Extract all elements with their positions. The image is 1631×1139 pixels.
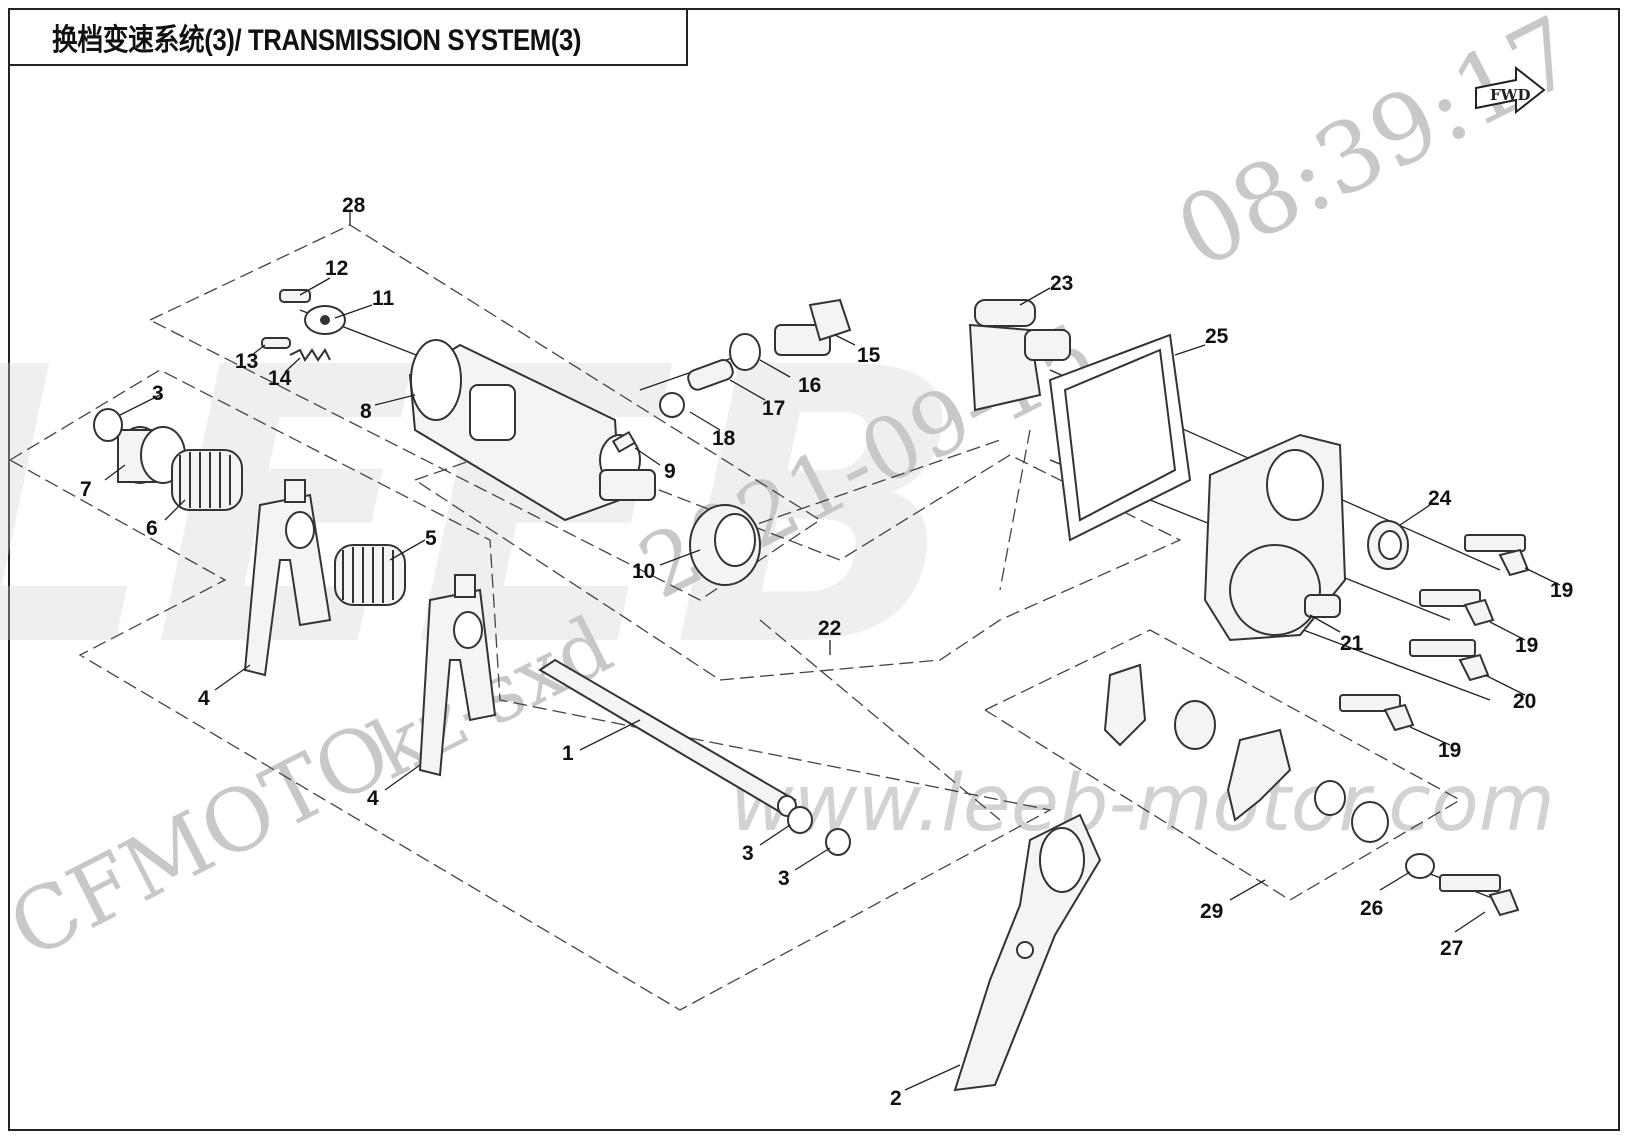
callout-24: 24 [1428, 487, 1452, 510]
part-16-washer [729, 333, 761, 371]
part-14-spring [289, 348, 331, 362]
callout-16: 16 [798, 374, 821, 397]
part-15-bolt [774, 298, 852, 356]
website-watermark: www.leeb-motor.com [730, 759, 1555, 849]
callout-15: 15 [857, 344, 881, 367]
leader-lines [104, 212, 1561, 1091]
callout-25: 25 [1205, 325, 1229, 348]
part-17-spring [687, 358, 734, 391]
callout-13: 13 [235, 350, 258, 373]
part-4-shift-fork-a [243, 479, 332, 677]
part-11-plate [304, 305, 346, 335]
part-26-washer [1405, 853, 1435, 879]
callout-8: 8 [360, 400, 372, 423]
callout-1: 1 [562, 742, 574, 765]
page-title: 换档变速系统(3)/ TRANSMISSION SYSTEM(3) [52, 24, 582, 57]
part-20-bolt [1409, 639, 1490, 682]
part-29-shift-lever-assembly [1103, 663, 1389, 843]
callout-29: 29 [1200, 900, 1223, 923]
callout-4-left: 4 [198, 687, 210, 710]
part-3-circlips-b [787, 806, 851, 856]
callout-6: 6 [146, 517, 158, 540]
callout-26: 26 [1360, 897, 1383, 920]
callout-19-top: 19 [1550, 579, 1573, 602]
callout-23: 23 [1050, 272, 1073, 295]
part-2-shift-lever [953, 813, 1102, 1092]
part-5-spring [334, 544, 406, 606]
callout-3-top: 3 [152, 382, 164, 405]
callout-22: 22 [818, 617, 841, 640]
callout-27: 27 [1440, 937, 1463, 960]
fwd-arrow-icon: FWD [1475, 65, 1546, 115]
part-10-cam [689, 504, 761, 586]
fwd-label: FWD [1490, 86, 1531, 104]
callout-4-right: 4 [367, 787, 379, 810]
part-24-seal [1367, 520, 1409, 570]
part-23-shift-shaft-gear [968, 299, 1071, 412]
part-19-bolts [1339, 534, 1530, 732]
timestamp-watermark: 08:39:17 [1160, 0, 1595, 290]
callout-10: 10 [632, 560, 655, 583]
part-27-bolt [1439, 874, 1520, 917]
callout-19-low: 19 [1438, 739, 1461, 762]
callout-3-mid: 3 [742, 842, 754, 865]
callout-11: 11 [372, 287, 395, 310]
callout-labels: 28 12 11 13 14 8 3 7 6 4 5 4 1 3 3 2 9 1… [80, 194, 1573, 1110]
part-4-shift-fork-b [418, 574, 497, 777]
callout-9: 9 [664, 460, 676, 483]
title-box: 换档变速系统(3)/ TRANSMISSION SYSTEM(3) [8, 8, 688, 66]
drawing-frame [8, 8, 1620, 1131]
callout-2: 2 [890, 1087, 902, 1110]
callout-7: 7 [80, 478, 92, 501]
part-25-gasket [1048, 333, 1192, 542]
callout-12: 12 [325, 257, 348, 280]
part-6-spring [171, 449, 243, 511]
callout-14: 14 [268, 367, 292, 390]
part-8-shift-drum [408, 339, 656, 522]
callout-5: 5 [425, 527, 437, 550]
callout-20: 20 [1513, 690, 1536, 713]
callout-28: 28 [342, 194, 366, 217]
part-13-bolt [261, 337, 291, 349]
callout-21: 21 [1340, 632, 1364, 655]
part-9-pin [611, 430, 637, 454]
part-18-ball [659, 392, 685, 418]
brand-watermark: CFMOTO [0, 703, 407, 979]
callout-3-low: 3 [778, 867, 790, 890]
part-21-cover [1203, 433, 1347, 642]
callout-18: 18 [712, 427, 736, 450]
part-3-circlip-a [93, 408, 123, 442]
callout-17: 17 [762, 397, 785, 420]
callout-19-mid: 19 [1515, 634, 1538, 657]
logo-watermark: LEEB [0, 287, 1010, 730]
